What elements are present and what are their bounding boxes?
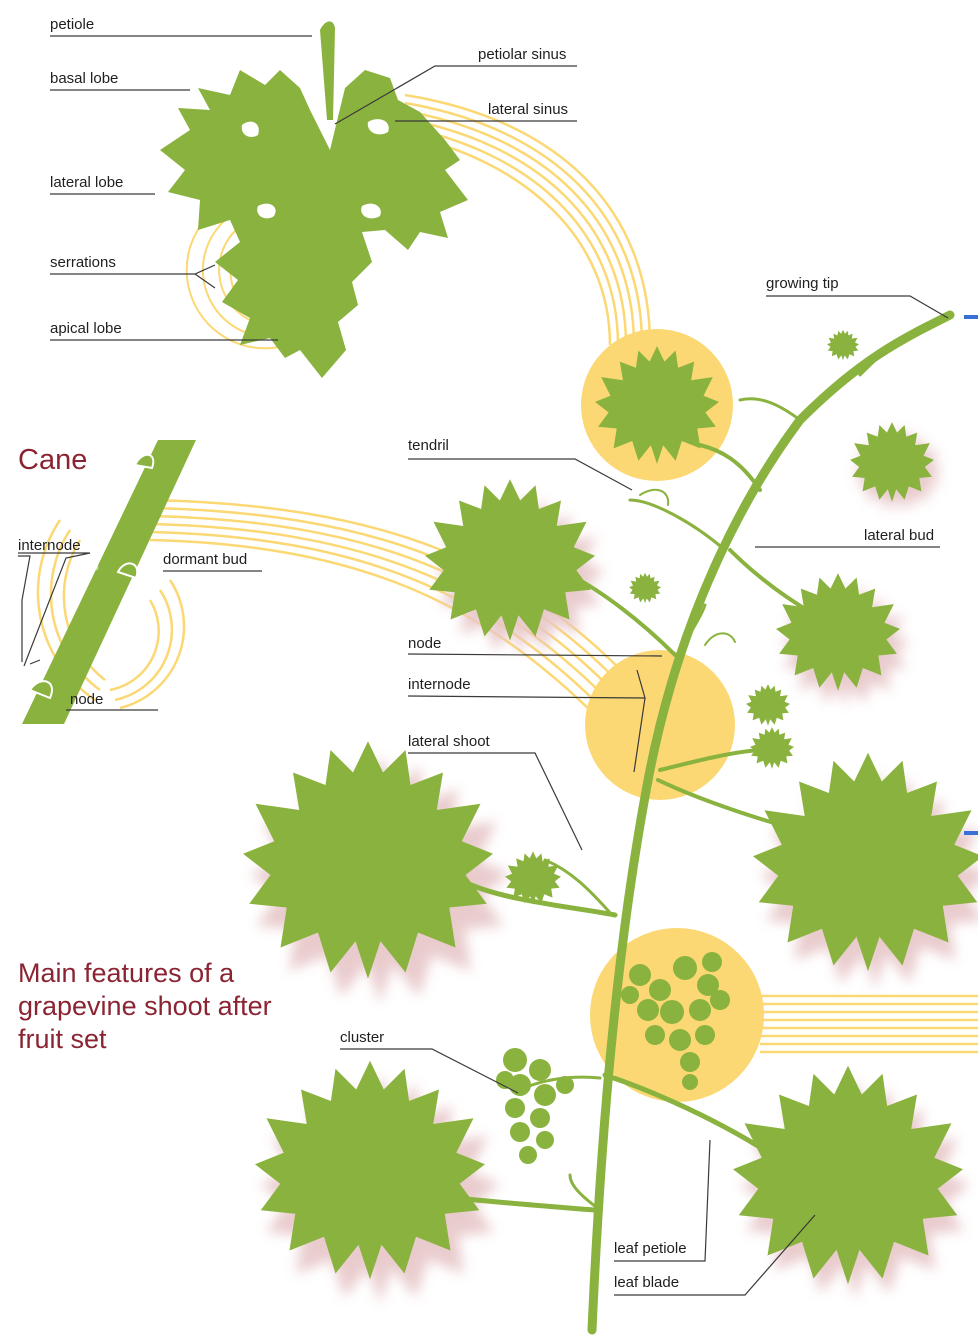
- grape-cluster-small: [496, 1048, 574, 1164]
- small-mid-leaf-c: [629, 573, 661, 603]
- cluster-connector-arcs: [760, 996, 978, 1052]
- label-basal-lobe: basal lobe: [50, 70, 118, 88]
- label-leaf-blade: leaf blade: [614, 1274, 679, 1292]
- label-cane-internode: internode: [18, 537, 81, 555]
- grape-leaf-illustration: [160, 21, 468, 378]
- label-cane-node: node: [70, 691, 103, 709]
- label-petiole: petiole: [50, 16, 94, 34]
- label-tendril: tendril: [408, 437, 449, 455]
- label-shoot-internode: internode: [408, 676, 471, 694]
- tiny-top-leaf: [827, 330, 859, 360]
- label-shoot-node: node: [408, 635, 441, 653]
- label-leaf-petiole: leaf petiole: [614, 1240, 687, 1258]
- label-growing-tip: growing tip: [766, 275, 839, 293]
- label-lateral-lobe: lateral lobe: [50, 174, 123, 192]
- small-mid-leaf-a: [746, 684, 790, 726]
- small-mid-leaf-b: [750, 727, 794, 769]
- title-line-2: grapevine shoot after: [18, 990, 272, 1023]
- label-apical-lobe: apical lobe: [50, 320, 122, 338]
- label-serrations: serrations: [50, 254, 116, 272]
- title-line-1: Main features of a: [18, 957, 272, 990]
- label-cluster: cluster: [340, 1029, 384, 1047]
- shoot-leaves: [243, 330, 978, 1284]
- cane-title: Cane: [18, 443, 87, 477]
- edge-mark-bottom: [964, 831, 978, 835]
- label-lateral-bud: lateral bud: [864, 527, 934, 545]
- label-lateral-sinus: lateral sinus: [488, 101, 568, 119]
- title-line-3: fruit set: [18, 1023, 272, 1056]
- diagram-title: Main features of a grapevine shoot after…: [18, 957, 272, 1056]
- label-lateral-shoot: lateral shoot: [408, 733, 490, 751]
- label-petiolar-sinus: petiolar sinus: [478, 46, 566, 64]
- label-dormant-bud: dormant bud: [163, 551, 247, 569]
- edge-mark-top: [964, 315, 978, 319]
- middle-right-leaf: [753, 753, 978, 972]
